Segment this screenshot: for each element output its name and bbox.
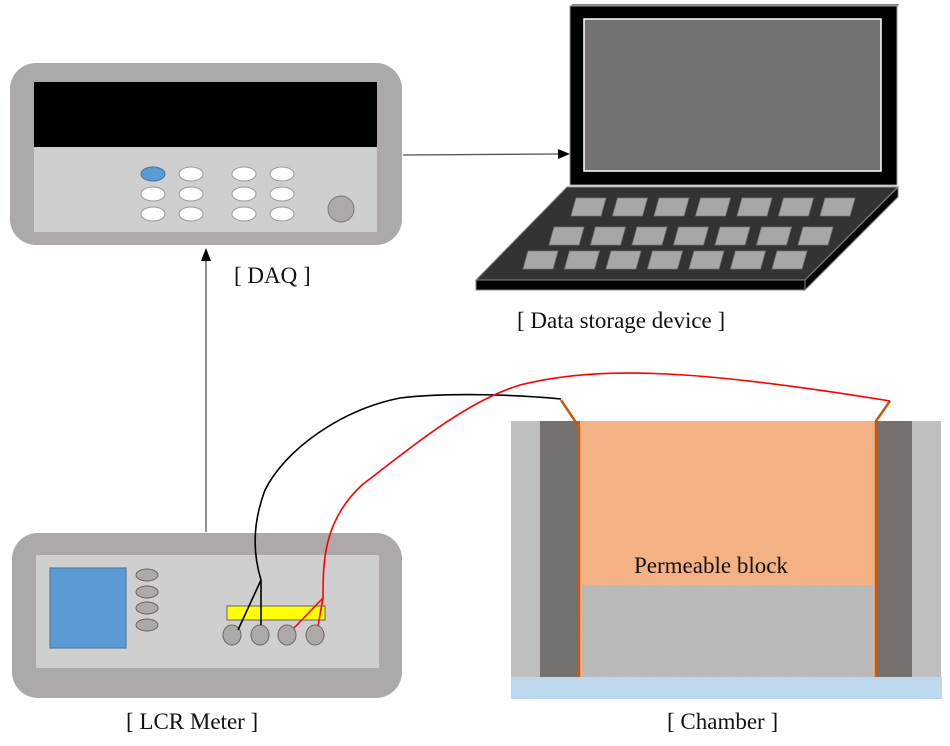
chamber	[511, 399, 942, 699]
daq-display	[34, 82, 377, 147]
arrow-lcr-to-daq	[201, 248, 211, 532]
chamber-label: [ Chamber ]	[667, 709, 778, 734]
daq-button	[231, 186, 257, 202]
laptop-key	[797, 226, 834, 246]
daq-label: [ DAQ ]	[234, 263, 311, 288]
laptop-key	[611, 197, 649, 217]
laptop-key	[563, 250, 601, 270]
terminal-1	[222, 624, 242, 646]
daq-button	[231, 166, 257, 182]
laptop-key	[771, 250, 808, 270]
laptop-key	[672, 226, 710, 246]
laptop-key	[777, 197, 815, 217]
laptop-key	[522, 250, 559, 270]
electrode-left	[559, 399, 581, 677]
daq-button	[140, 186, 166, 202]
laptop-key	[589, 226, 627, 246]
daq-button	[178, 206, 204, 222]
daq-button	[140, 206, 166, 222]
terminal-strip	[226, 605, 326, 621]
laptop-key	[548, 226, 585, 246]
electrode-right	[874, 400, 892, 677]
laptop-key	[688, 250, 725, 270]
laptop-key	[729, 250, 767, 270]
daq-button	[269, 206, 295, 222]
permeable-block-label: Permeable block	[634, 553, 788, 578]
base-plate	[511, 677, 942, 699]
daq-button	[178, 186, 204, 202]
laptop-key	[605, 250, 642, 270]
laptop-key	[714, 226, 751, 246]
laptop-key	[631, 226, 668, 246]
terminal-4	[305, 624, 325, 646]
lcr-button	[135, 568, 159, 582]
daq-button	[178, 166, 204, 182]
lcr-button	[135, 585, 159, 599]
daq-knob	[327, 195, 355, 223]
arrow-daq-to-laptop	[402, 149, 570, 159]
wire-black	[237, 393, 562, 631]
laptop-key	[736, 197, 773, 217]
lcr-button	[135, 601, 159, 615]
wire-red	[293, 372, 891, 629]
laptop-key	[646, 250, 684, 270]
lcr-screen	[49, 567, 127, 649]
laptop	[474, 4, 900, 292]
terminal-3	[277, 624, 297, 646]
daq-button-active	[140, 166, 166, 182]
laptop-key	[755, 226, 793, 246]
daq-button	[269, 166, 295, 182]
daq-device	[10, 63, 402, 245]
terminal-2	[250, 624, 270, 646]
lcr-meter-label: [ LCR Meter ]	[126, 709, 258, 734]
daq-button	[231, 206, 257, 222]
lcr-meter	[12, 533, 402, 698]
daq-keypad	[140, 166, 295, 222]
lcr-button	[135, 618, 159, 632]
laptop-key	[570, 197, 607, 217]
daq-button	[269, 186, 295, 202]
laptop-key	[694, 197, 732, 217]
data-storage-label: [ Data storage device ]	[517, 308, 725, 333]
laptop-key	[819, 197, 856, 217]
laptop-screen	[583, 18, 882, 172]
laptop-keys	[522, 197, 856, 270]
laptop-key	[653, 197, 690, 217]
